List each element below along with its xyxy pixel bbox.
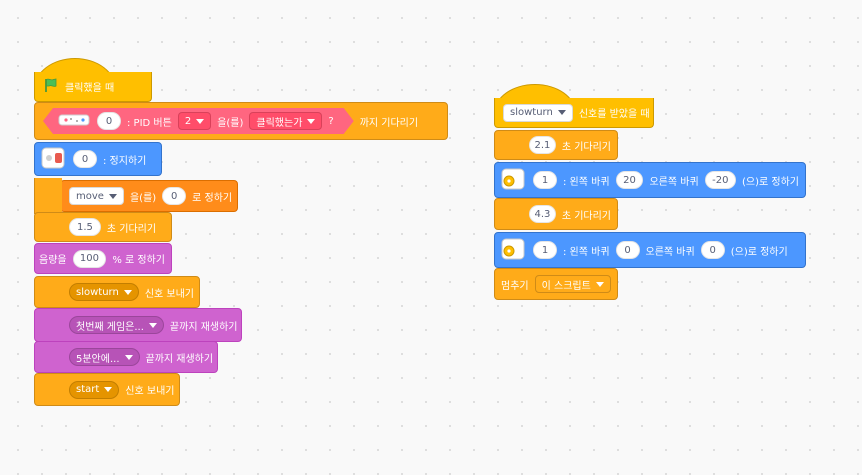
set-volume-block[interactable]: 음량을 100 % 로 정하기	[34, 243, 172, 274]
caret-down-icon	[307, 119, 315, 124]
stop-option: 이 스크립트	[541, 280, 591, 292]
wait-seconds-block[interactable]: 1.5 초 기다리기	[34, 212, 172, 242]
broadcast-message-dropdown[interactable]: start	[69, 380, 120, 399]
robot-wheel-icon	[499, 165, 527, 196]
stop-motor-label: : 정지하기	[103, 155, 147, 167]
right-wheel-input[interactable]: 0	[700, 241, 725, 259]
play-sound-until-done-block[interactable]: 5분안에... 끝까지 재생하기	[34, 341, 218, 373]
wait-seconds-label: 초 기다리기	[106, 223, 157, 235]
when-receive-label: 신호를 받았을 때	[578, 109, 650, 120]
set-wheels-block[interactable]: 1 : 왼쪽 바퀴 20 오른쪽 바퀴 -20 (으)로 정하기	[494, 162, 806, 198]
green-flag-icon	[43, 77, 59, 96]
broadcast-label: 신호 보내기	[125, 386, 175, 397]
left-wheel-label: : 왼쪽 바퀴	[563, 176, 610, 188]
broadcast-block[interactable]: start 신호 보내기	[34, 373, 180, 406]
wait-until-suffix: 까지 기다리기	[359, 117, 419, 129]
variable-dropdown[interactable]: move	[69, 187, 124, 205]
robot-motor-icon	[39, 144, 67, 175]
variable-value-input[interactable]: 0	[162, 187, 187, 205]
stop-script-block[interactable]: 멈추기 이 스크립트	[494, 268, 618, 300]
sound-dropdown[interactable]: 5분안에...	[69, 348, 140, 366]
stop-option-dropdown[interactable]: 이 스크립트	[534, 275, 611, 293]
right-wheel-label: 오른쪽 바퀴	[649, 176, 699, 188]
caret-down-icon	[108, 193, 117, 199]
wait-seconds-label: 초 기다리기	[561, 210, 611, 222]
play-sound-label: 끝까지 재생하기	[145, 353, 214, 365]
pid-controller-icon	[57, 112, 91, 131]
question-mark: ?	[328, 115, 334, 127]
wait-seconds-input[interactable]: 4.3	[529, 205, 556, 223]
button-state-value: 클릭했는가	[256, 117, 303, 129]
caret-down-icon	[104, 387, 113, 392]
right-wheel-label: 오른쪽 바퀴	[645, 246, 695, 258]
caret-down-icon	[557, 110, 566, 115]
sound-dropdown[interactable]: 첫번째 게임은...	[69, 316, 164, 334]
broadcast-message: slowturn	[76, 286, 119, 298]
motor-index-input[interactable]: 0	[73, 150, 97, 168]
eul-label: 을(를)	[217, 117, 244, 129]
broadcast-block[interactable]: slowturn 신호 보내기	[34, 276, 200, 308]
sound-name: 첫번째 게임은...	[76, 321, 144, 333]
pid-index-input[interactable]: 0	[97, 112, 121, 130]
pid-button-label: : PID 버튼	[127, 117, 172, 129]
variable-name: move	[76, 190, 104, 202]
caret-down-icon	[595, 281, 604, 287]
caret-down-icon	[123, 289, 132, 295]
caret-down-icon	[196, 119, 204, 124]
pid-button-condition[interactable]: 0 : PID 버튼 2 을(를) 클릭했는가 ?	[43, 108, 354, 134]
when-receive-block[interactable]: slowturn 신호를 받았을 때	[494, 98, 654, 128]
right-wheel-input[interactable]: -20	[704, 171, 737, 189]
wait-until-block[interactable]: 0 : PID 버튼 2 을(를) 클릭했는가 ? 까지 기다리기	[34, 102, 448, 140]
broadcast-message: start	[76, 384, 100, 395]
receive-message: slowturn	[510, 107, 553, 118]
wait-seconds-input[interactable]: 1.5	[69, 218, 101, 236]
robot-wheel-icon	[499, 235, 527, 266]
left-wheel-label: : 왼쪽 바퀴	[563, 246, 610, 258]
set-variable-block[interactable]: move 을(를) 0 로 정하기	[60, 180, 238, 212]
caret-down-icon	[124, 354, 133, 360]
button-number-value: 2	[184, 115, 192, 127]
set-wheels-suffix: (으)로 정하기	[730, 246, 788, 258]
volume-prefix: 음량을	[39, 255, 67, 266]
button-number-dropdown[interactable]: 2	[178, 112, 211, 130]
caret-down-icon	[148, 322, 157, 328]
stop-label: 멈추기	[501, 280, 529, 292]
left-wheel-input[interactable]: 20	[615, 171, 644, 189]
wheel-index-input[interactable]: 1	[533, 171, 557, 189]
left-wheel-input[interactable]: 0	[615, 241, 640, 259]
broadcast-label: 신호 보내기	[144, 288, 195, 300]
variable-stem	[34, 178, 62, 214]
button-state-dropdown[interactable]: 클릭했는가	[249, 112, 322, 130]
volume-input[interactable]: 100	[72, 249, 107, 268]
play-sound-until-done-block[interactable]: 첫번째 게임은... 끝까지 재생하기	[34, 308, 242, 342]
receive-message-dropdown[interactable]: slowturn	[503, 103, 573, 122]
wait-seconds-block[interactable]: 2.1 초 기다리기	[494, 130, 618, 160]
broadcast-message-dropdown[interactable]: slowturn	[69, 283, 139, 301]
wheel-index-input[interactable]: 1	[533, 241, 557, 259]
stop-motor-block[interactable]: 0 : 정지하기	[34, 142, 162, 176]
when-flag-clicked-block[interactable]: 클릭했을 때	[34, 72, 152, 102]
wait-seconds-block[interactable]: 4.3 초 기다리기	[494, 198, 618, 230]
wait-seconds-label: 초 기다리기	[561, 141, 611, 153]
set-wheels-block[interactable]: 1 : 왼쪽 바퀴 0 오른쪽 바퀴 0 (으)로 정하기	[494, 232, 806, 268]
set-wheels-suffix: (으)로 정하기	[742, 176, 799, 188]
set-variable-suffix: 로 정하기	[192, 192, 233, 204]
wait-seconds-input[interactable]: 2.1	[529, 136, 556, 154]
play-sound-label: 끝까지 재생하기	[169, 321, 238, 333]
when-clicked-label: 클릭했을 때	[65, 83, 115, 94]
eul-label: 을(를)	[129, 192, 157, 204]
volume-suffix: % 로 정하기	[112, 255, 165, 266]
sound-name: 5분안에...	[76, 353, 120, 365]
